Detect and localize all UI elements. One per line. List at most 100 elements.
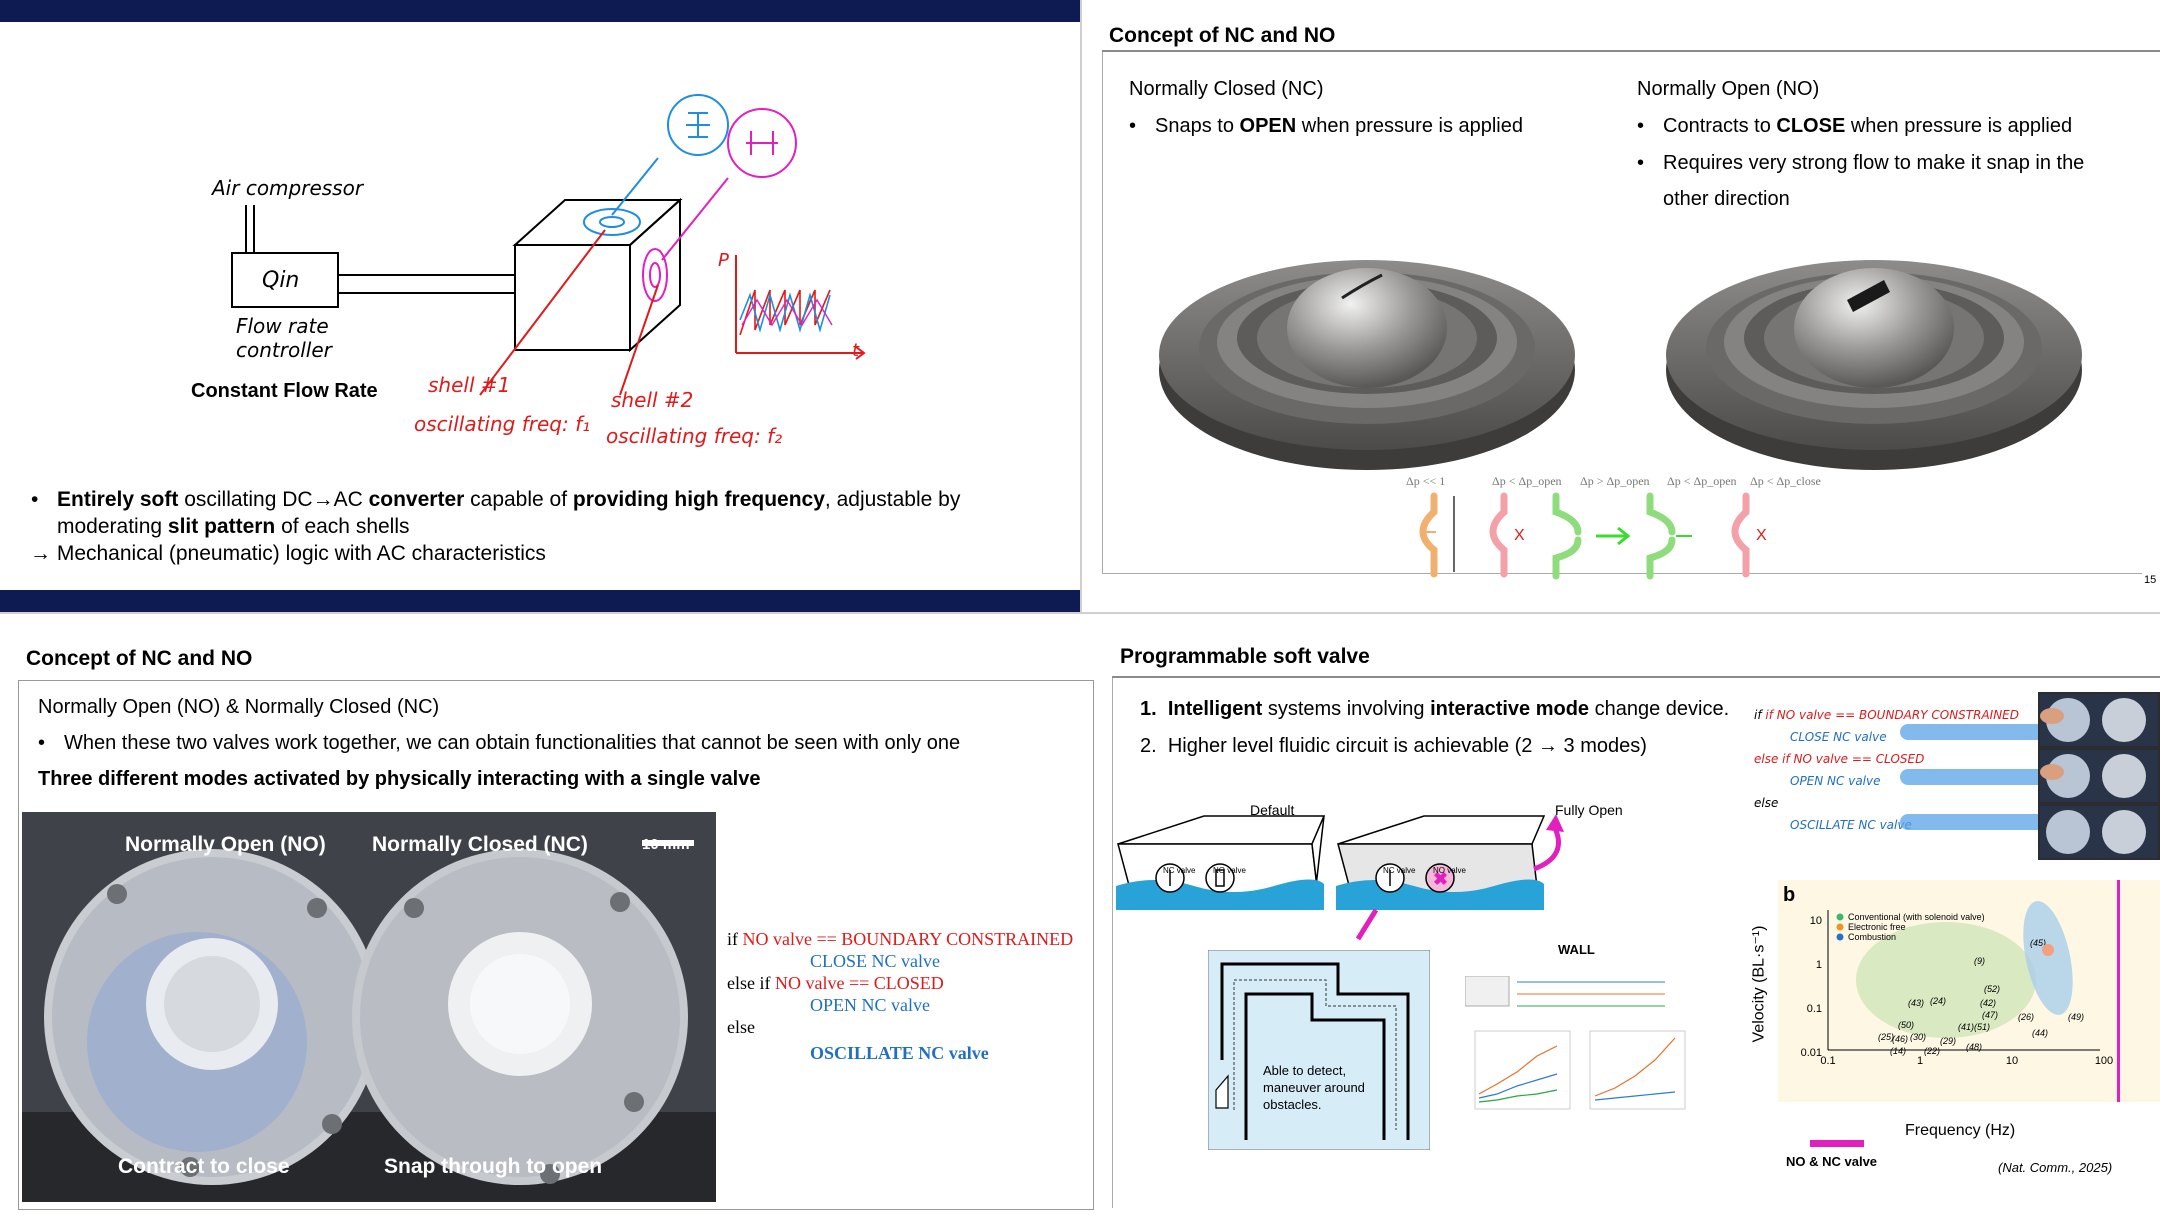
item-2: 2. Higher level fluidic circuit is achie… <box>1140 735 1647 757</box>
no-valve-label-2: NO valve <box>1433 866 1466 875</box>
citation-point-label: (51) <box>1974 1022 1990 1032</box>
hand-line-3: else if NO valve == CLOSED <box>1754 752 1925 766</box>
logic-line-1: if NO valve == BOUNDARY CONSTRAINED <box>727 929 1074 949</box>
shell2-label: shell #2 <box>611 388 694 412</box>
citation-point-label: (45) <box>2030 938 2046 948</box>
citation-point-label: (26) <box>2018 1012 2034 1022</box>
logic-line-3: else if NO valve == CLOSED <box>727 973 944 993</box>
logic-line-6: OSCILLATE NC valve <box>810 1043 989 1063</box>
converter-sketch <box>231 94 866 396</box>
step-label-5: Δp < Δp_close <box>1750 474 1821 488</box>
air-compressor-label: Air compressor <box>212 176 364 200</box>
chart-x-tick: 0.1 <box>1820 1055 1835 1067</box>
legend-marker <box>1836 913 1844 921</box>
nc-valve-render <box>1159 260 1575 470</box>
wall-label: WALL <box>1558 942 1595 957</box>
content-frame <box>1102 52 2142 574</box>
slide-header-bar <box>0 0 1080 22</box>
fully-open-label: Fully Open <box>1555 802 1623 818</box>
slide-title: Programmable soft valve <box>1120 645 1370 668</box>
axis-t-label: t <box>852 340 860 361</box>
logic-line-5: else <box>727 1017 755 1037</box>
citation-point-label: (22) <box>1924 1046 1940 1056</box>
page-number: 15 <box>2144 574 2157 586</box>
hand-line-4: OPEN NC valve <box>1790 774 1881 788</box>
svg-text:X: X <box>1756 527 1767 544</box>
chart-y-tick: 10 <box>1810 915 1822 927</box>
default-label: Default <box>1250 802 1295 818</box>
chart-xlabel: Frequency (Hz) <box>1905 1122 2016 1139</box>
shell1-label: shell #1 <box>428 373 511 397</box>
citation-point-label: (43) <box>1908 998 1924 1008</box>
no-valve-label-1: NO valve <box>1213 866 1246 875</box>
slide-top-left: Air compressor Qin Flow rate controller … <box>0 0 1080 612</box>
citation-point-label: (24) <box>1930 996 1946 1006</box>
step-label-1: Δp << 1 <box>1406 474 1446 488</box>
chart-x-tick: 1 <box>1917 1055 1923 1067</box>
content-frame <box>1112 678 2152 1208</box>
nc-valve-label-1: NC valve <box>1163 866 1196 875</box>
slide-title: Concept of NC and NO <box>1109 24 1336 47</box>
shell2-freq: oscillating freq: f₂ <box>606 424 783 448</box>
citation-point-label: (46) <box>1892 1034 1908 1044</box>
hand-line-1: if if NO valve == BOUNDARY CONSTRAINED <box>1754 708 2019 722</box>
title-rule <box>1112 676 2160 678</box>
citation-point-label: (52) <box>1984 984 2000 994</box>
scale-bar-label: 10 mm <box>642 836 690 853</box>
photo-label-nc: Normally Closed (NC) <box>372 833 588 856</box>
three-modes-line: Three different modes activated by physi… <box>38 768 761 790</box>
legend-bar-swatch <box>1810 1140 1864 1147</box>
axis-p-label: P <box>718 250 729 271</box>
step-label-4: Δp < Δp_open <box>1667 474 1737 488</box>
chart-panel-letter: b <box>1783 884 1796 906</box>
no-bullet-1: Contracts to CLOSE when pressure is appl… <box>1637 115 2072 138</box>
citation-point-label: (48) <box>1966 1042 1982 1052</box>
legend-entry: Electronic free <box>1848 922 1906 932</box>
citation-point-label: (50) <box>1898 1020 1914 1030</box>
combustion-region <box>2023 901 2073 1015</box>
converter-bullet-line2: moderating slit pattern of each shells <box>57 515 410 538</box>
highlight-bar-3 <box>1900 814 2078 830</box>
slide-bottom-right: Programmable soft valve 1. Intelligent s… <box>1100 614 2160 1215</box>
slide-bottom-left: Concept of NC and NO Normally Open (NO) … <box>0 614 1100 1215</box>
step-label-2: Δp < Δp_open <box>1492 474 1562 488</box>
chart-y-tick: 0.01 <box>1801 1047 1822 1059</box>
citation-point-label: (14) <box>1890 1046 1906 1056</box>
chart-ylabel: Velocity (BL·s⁻¹) <box>1750 925 1768 1043</box>
quadrant-divider-vertical <box>1080 0 1082 612</box>
citation-point-label: (9) <box>1974 956 1985 966</box>
converter-bullet: Entirely soft oscillating DC→AC converte… <box>31 488 960 512</box>
highlight-bar-2 <box>1900 769 2078 785</box>
valve-photo: Normally Open (NO) Normally Closed (NC) … <box>22 812 716 1202</box>
svg-text:X: X <box>1514 527 1525 544</box>
no-heading: Normally Open (NO) <box>1637 78 1820 100</box>
legend-marker <box>1836 923 1844 931</box>
citation-point-label: (47) <box>1982 1010 1998 1020</box>
citation-point-label: (49) <box>2068 1012 2084 1022</box>
slide-top-right: Concept of NC and NO Normally Closed (NC… <box>1082 0 2160 612</box>
cooperation-bullet: When these two valves work together, we … <box>38 732 960 755</box>
title-rule <box>1102 50 2160 52</box>
maze-text: Able to detect, maneuver around obstacle… <box>1263 1063 1365 1112</box>
highlight-bar-1 <box>1900 724 2078 740</box>
hand-line-5: else <box>1754 796 1779 810</box>
nc-heading: Normally Closed (NC) <box>1129 78 1324 100</box>
logic-line-4: OPEN NC valve <box>810 995 930 1015</box>
step-label-3: Δp > Δp_open <box>1580 474 1650 488</box>
citation-point-label: (30) <box>1910 1032 1926 1042</box>
hand-line-6: OSCILLATE NC valve <box>1790 818 1912 832</box>
chart-x-tick: 10 <box>2006 1055 2018 1067</box>
qin-label: Qin <box>262 268 300 293</box>
nc-bullet: Snaps to OPEN when pressure is applied <box>1129 115 1523 138</box>
chart-x-tick: 100 <box>2095 1055 2113 1067</box>
chart-citation: (Nat. Comm., 2025) <box>1998 1160 2113 1175</box>
valve-thumbnails <box>2038 692 2160 860</box>
legend-entry: Combustion <box>1848 932 1896 942</box>
slide-title: Concept of NC and NO <box>26 647 253 670</box>
maze-diagram <box>1208 950 1430 1150</box>
photo-caption-right: Snap through to open <box>384 1155 603 1178</box>
combustion-star-point <box>2042 944 2054 956</box>
subheading: Normally Open (NO) & Normally Closed (NC… <box>38 696 440 718</box>
no-bullet-2-cont: other direction <box>1663 188 1790 210</box>
